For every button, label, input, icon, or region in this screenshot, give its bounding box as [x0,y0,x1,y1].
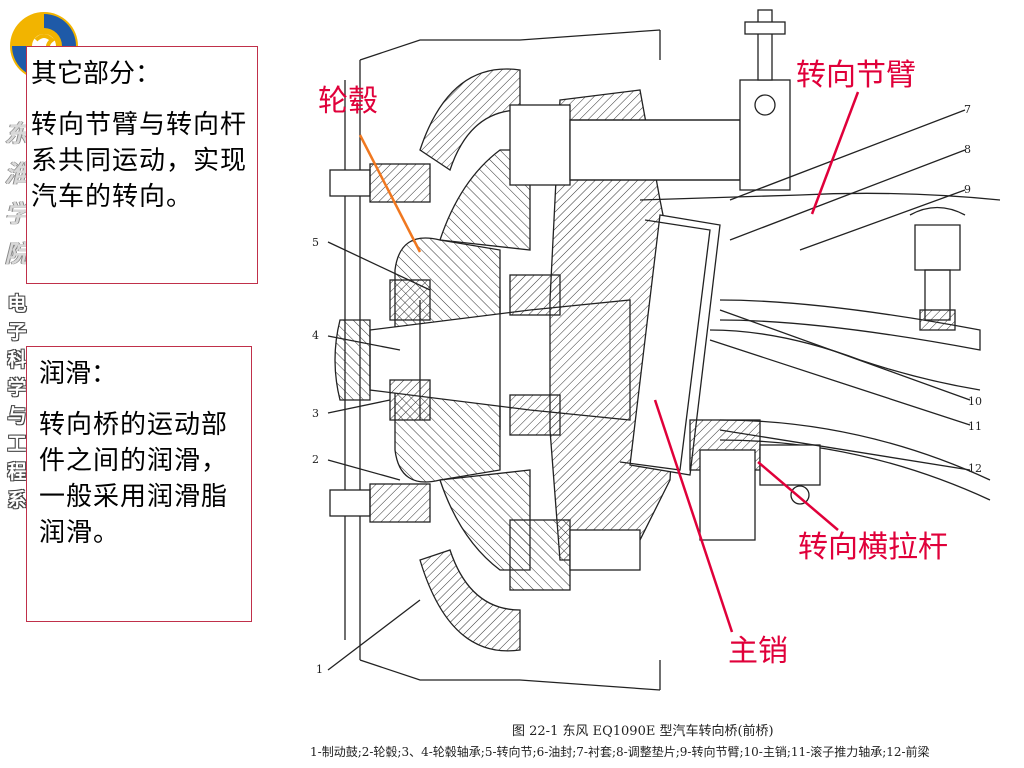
sidebar-char: 子 [7,321,27,343]
sidebar-char: 东 [5,120,29,148]
kingpin-callout: 主销 [728,634,788,669]
part-number: 12 [968,462,982,475]
part-number: 11 [968,420,982,433]
sidebar-char: 院 [5,240,29,268]
lubrication-box: 润滑： 转向桥的运动部件之间的润滑，一般采用润滑脂润滑。 [26,346,252,622]
sidebar-char: 学 [7,377,27,399]
part-number: 2 [312,453,319,466]
figure-caption: 图 22-1 东风 EQ1090E 型汽车转向桥(前桥) [512,724,774,739]
other-parts-heading: 其它部分： [31,59,162,89]
sidebar-char: 程 [7,461,27,483]
part-number: 5 [312,236,319,249]
diagram-drawing [327,9,1001,691]
tie-rod-callout: 转向横拉杆 [798,530,948,565]
tie-rod-leader-line [757,461,839,531]
other-parts-body: 转向节臂与转向杆系共同运动，实现汽车的转向。 [31,110,248,212]
sidebar-char: 电 [7,293,27,315]
sidebar-char: 工 [7,433,27,455]
other-parts-box: 其它部分： 转向节臂与转向杆系共同运动，实现汽车的转向。 [26,46,258,284]
knuckle-arm-callout: 转向节臂 [796,58,916,93]
lubrication-body: 转向桥的运动部件之间的润滑，一般采用润滑脂润滑。 [39,410,229,548]
hub-callout: 轮毂 [318,84,378,119]
part-number: 7 [964,103,971,116]
part-number: 3 [312,407,319,420]
lubrication-heading: 润滑： [39,359,118,389]
sidebar-vertical-text: 东 淮 学 院 电 子 科 学 与 工 程 系 [0,120,36,511]
part-number: 10 [968,395,982,408]
hub-leader-line [358,134,422,253]
sidebar-char: 科 [7,349,27,371]
kingpin-leader-line [653,399,734,633]
sidebar-char: 学 [5,200,29,228]
part-number: 1 [316,663,323,676]
knuckle-arm-leader-line [810,91,860,215]
sidebar-char: 系 [7,489,27,511]
sidebar-char: 与 [7,405,27,427]
part-number: 8 [964,143,971,156]
figure-legend: 1-制动鼓;2-轮毂;3、4-轮毂轴承;5-转向节;6-油封;7-衬套;8-调整… [310,745,930,759]
part-number: 4 [312,329,319,342]
sidebar-char: 淮 [5,160,29,188]
part-number: 9 [964,183,971,196]
steering-axle-diagram: 轮毂 转向节臂 转向横拉杆 主销 1 2 3 4 5 7 8 9 10 11 1… [300,0,1024,768]
